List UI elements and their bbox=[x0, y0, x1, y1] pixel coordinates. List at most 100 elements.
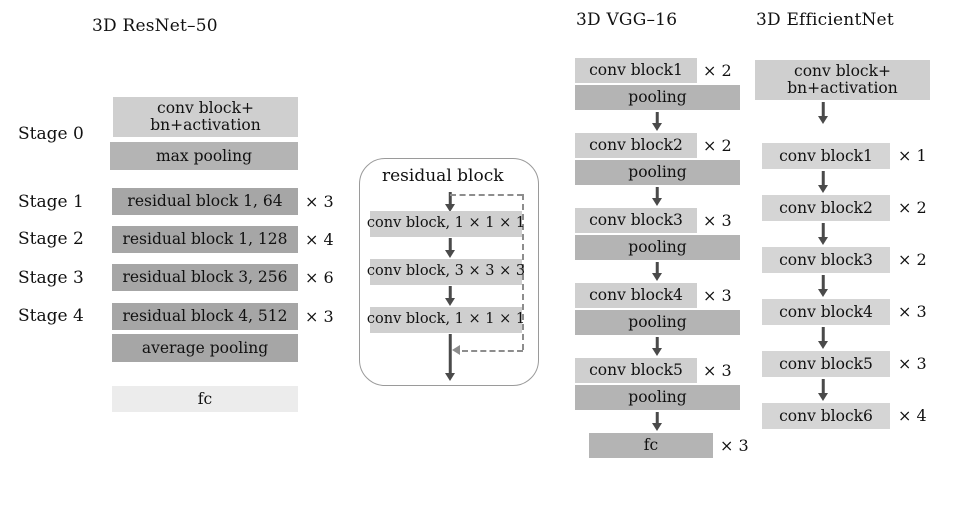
resnet-mult-stage2: × 4 bbox=[305, 230, 334, 249]
efficientnet-block-conv-bn-activation-line2: bn+activation bbox=[787, 79, 898, 97]
resnet-block-residual-4-512[interactable]: residual block 4, 512 bbox=[112, 303, 298, 330]
vgg-conv-block4[interactable]: conv block4 bbox=[575, 283, 697, 308]
residual-skip-arrowhead-icon bbox=[452, 345, 460, 355]
stage-label-1: Stage 1 bbox=[18, 192, 84, 212]
resnet-block-residual-3-256-label: residual block 3, 256 bbox=[122, 268, 288, 287]
vgg-mult-conv-block4: × 3 bbox=[703, 286, 732, 305]
vgg-mult-conv-block1: × 2 bbox=[703, 61, 732, 80]
efficientnet-arrow-1 bbox=[816, 171, 830, 193]
resnet-block-conv-bn-activation-line1: conv block+ bbox=[157, 98, 254, 117]
vgg-conv-block2[interactable]: conv block2 bbox=[575, 133, 697, 158]
efficientnet-arrow-5 bbox=[816, 379, 830, 401]
vgg-pooling-5[interactable]: pooling bbox=[575, 385, 740, 410]
vgg-conv-block3-label: conv block3 bbox=[589, 211, 683, 230]
vgg-mult-conv-block5: × 3 bbox=[703, 361, 732, 380]
residual-conv-block-3-label: conv block, 1 × 1 × 1 bbox=[366, 311, 526, 328]
resnet-block-residual-1-64-label: residual block 1, 64 bbox=[127, 192, 283, 211]
efficientnet-arrow-2 bbox=[816, 223, 830, 245]
efficientnet-mult-conv-block4: × 3 bbox=[898, 302, 927, 321]
resnet-block-residual-1-128[interactable]: residual block 1, 128 bbox=[112, 226, 298, 253]
efficientnet-arrow-4 bbox=[816, 327, 830, 349]
resnet-mult-stage1: × 3 bbox=[305, 192, 334, 211]
efficientnet-conv-block3-label: conv block3 bbox=[779, 250, 873, 269]
resnet-block-residual-1-64[interactable]: residual block 1, 64 bbox=[112, 188, 298, 215]
efficientnet-mult-conv-block3: × 2 bbox=[898, 250, 927, 269]
vgg-pooling-2[interactable]: pooling bbox=[575, 160, 740, 185]
vgg-arrow-2 bbox=[650, 187, 664, 206]
vgg-pooling-3-label: pooling bbox=[628, 238, 687, 257]
vgg-pooling-5-label: pooling bbox=[628, 388, 687, 407]
residual-conv-block-3[interactable]: conv block, 1 × 1 × 1 bbox=[366, 307, 526, 333]
residual-block-panel-title: residual block bbox=[382, 166, 504, 186]
vgg-conv-block5-label: conv block5 bbox=[589, 361, 683, 380]
residual-conv-block-2[interactable]: conv block, 3 × 3 × 3 bbox=[366, 259, 526, 285]
vgg-column-title: 3D VGG–16 bbox=[576, 10, 678, 30]
vgg-conv-block3[interactable]: conv block3 bbox=[575, 208, 697, 233]
residual-conv-block-1[interactable]: conv block, 1 × 1 × 1 bbox=[366, 211, 526, 237]
residual-skip-top bbox=[450, 194, 523, 196]
vgg-conv-block4-label: conv block4 bbox=[589, 286, 683, 305]
vgg-pooling-4-label: pooling bbox=[628, 313, 687, 332]
residual-conv-block-2-label: conv block, 3 × 3 × 3 bbox=[366, 263, 526, 280]
vgg-pooling-2-label: pooling bbox=[628, 163, 687, 182]
efficientnet-conv-block4[interactable]: conv block4 bbox=[762, 299, 890, 325]
vgg-fc-label: fc bbox=[643, 436, 659, 455]
residual-arrow-1-2 bbox=[443, 238, 457, 258]
vgg-mult-conv-block2: × 2 bbox=[703, 136, 732, 155]
vgg-pooling-1-label: pooling bbox=[628, 88, 687, 107]
residual-conv-block-1-label: conv block, 1 × 1 × 1 bbox=[366, 215, 526, 232]
efficientnet-mult-conv-block1: × 1 bbox=[898, 146, 927, 165]
efficientnet-conv-block2-label: conv block2 bbox=[779, 198, 873, 217]
efficientnet-conv-block6[interactable]: conv block6 bbox=[762, 403, 890, 429]
efficientnet-conv-block2[interactable]: conv block2 bbox=[762, 195, 890, 221]
vgg-arrow-4 bbox=[650, 337, 664, 356]
efficientnet-block-conv-bn-activation-line1: conv block+ bbox=[794, 61, 891, 80]
efficientnet-conv-block6-label: conv block6 bbox=[779, 406, 873, 425]
vgg-conv-block1-label: conv block1 bbox=[589, 61, 683, 80]
resnet-block-residual-1-128-label: residual block 1, 128 bbox=[122, 230, 288, 249]
vgg-conv-block1[interactable]: conv block1 bbox=[575, 58, 697, 83]
resnet-mult-stage4: × 3 bbox=[305, 307, 334, 326]
efficientnet-arrow-3 bbox=[816, 275, 830, 297]
resnet-block-conv-bn-activation[interactable]: conv block+ bn+activation bbox=[113, 97, 298, 137]
resnet-block-fc[interactable]: fc bbox=[112, 386, 298, 412]
residual-arrow-2-3 bbox=[443, 286, 457, 306]
vgg-fc[interactable]: fc bbox=[589, 433, 713, 458]
resnet-block-max-pooling-label: max pooling bbox=[155, 146, 252, 165]
stage-label-2: Stage 2 bbox=[18, 229, 84, 249]
vgg-pooling-3[interactable]: pooling bbox=[575, 235, 740, 260]
efficientnet-column-title: 3D EfficientNet bbox=[756, 10, 894, 30]
residual-skip-right bbox=[522, 194, 524, 350]
vgg-mult-conv-block3: × 3 bbox=[703, 211, 732, 230]
resnet-block-average-pooling-label: average pooling bbox=[141, 338, 269, 357]
resnet-block-conv-bn-activation-line2: bn+activation bbox=[150, 116, 261, 134]
vgg-pooling-4[interactable]: pooling bbox=[575, 310, 740, 335]
resnet-block-max-pooling[interactable]: max pooling bbox=[110, 142, 298, 170]
resnet-block-fc-label: fc bbox=[197, 389, 213, 408]
vgg-conv-block2-label: conv block2 bbox=[589, 136, 683, 155]
resnet-block-average-pooling[interactable]: average pooling bbox=[112, 334, 298, 362]
efficientnet-conv-block1-label: conv block1 bbox=[779, 146, 873, 165]
resnet-mult-stage3: × 6 bbox=[305, 268, 334, 287]
resnet-block-residual-3-256[interactable]: residual block 3, 256 bbox=[112, 264, 298, 291]
vgg-conv-block5[interactable]: conv block5 bbox=[575, 358, 697, 383]
vgg-pooling-1[interactable]: pooling bbox=[575, 85, 740, 110]
vgg-arrow-5 bbox=[650, 412, 664, 431]
efficientnet-conv-block1[interactable]: conv block1 bbox=[762, 143, 890, 169]
residual-skip-bottom bbox=[462, 350, 523, 352]
stage-label-0: Stage 0 bbox=[18, 124, 84, 144]
residual-arrow-out bbox=[443, 334, 457, 381]
efficientnet-mult-conv-block5: × 3 bbox=[898, 354, 927, 373]
resnet-block-residual-4-512-label: residual block 4, 512 bbox=[122, 307, 288, 326]
efficientnet-conv-block5[interactable]: conv block5 bbox=[762, 351, 890, 377]
vgg-arrow-3 bbox=[650, 262, 664, 281]
efficientnet-conv-block3[interactable]: conv block3 bbox=[762, 247, 890, 273]
residual-arrow-in bbox=[443, 192, 457, 212]
efficientnet-mult-conv-block6: × 4 bbox=[898, 406, 927, 425]
vgg-mult-fc: × 3 bbox=[720, 436, 749, 455]
vgg-arrow-1 bbox=[650, 112, 664, 131]
efficientnet-arrow-0 bbox=[816, 102, 830, 124]
efficientnet-block-conv-bn-activation[interactable]: conv block+ bn+activation bbox=[755, 60, 930, 100]
resnet-column-title: 3D ResNet–50 bbox=[92, 16, 218, 36]
efficientnet-conv-block4-label: conv block4 bbox=[779, 302, 873, 321]
